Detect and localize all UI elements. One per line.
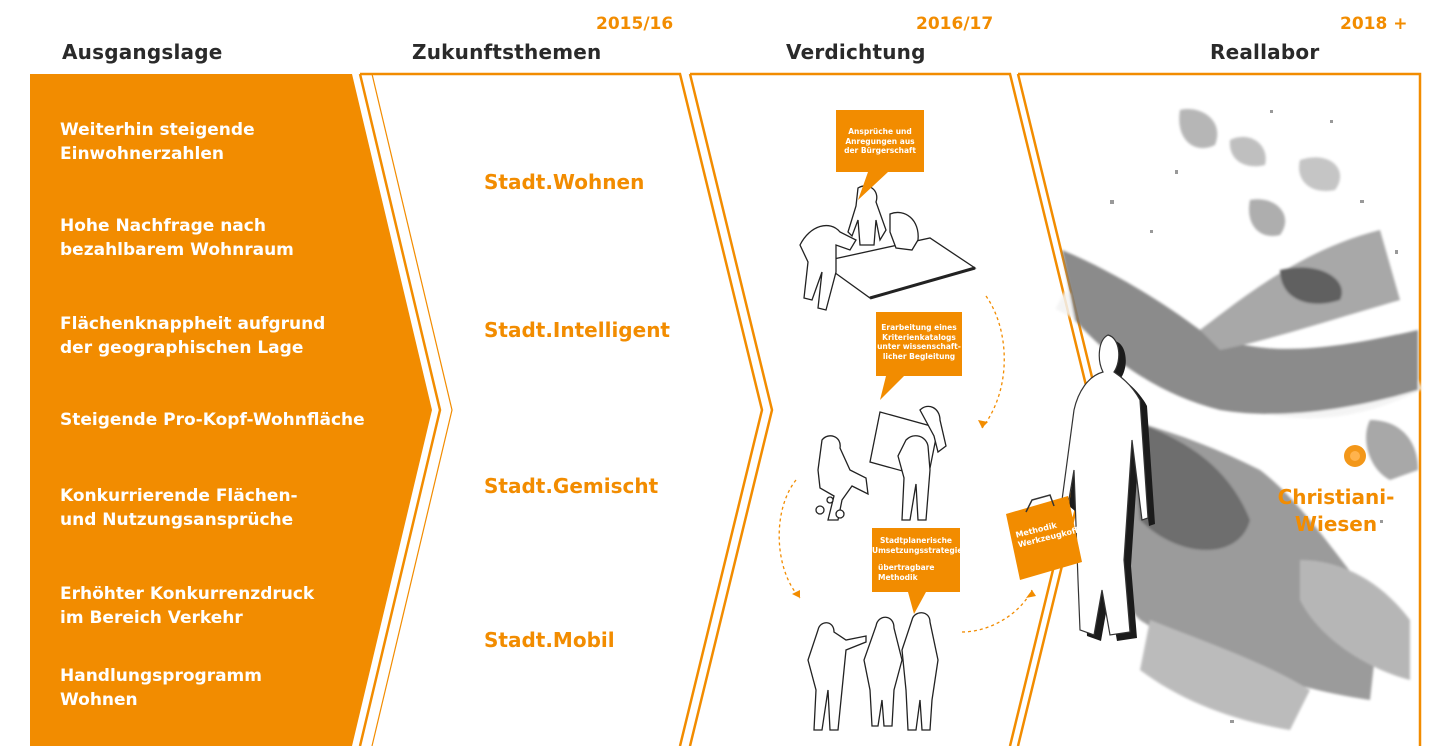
issue-line: Flächenknappheit aufgrund [60, 314, 326, 334]
place-christiani-wiesen: Christiani- Wiesen [1276, 484, 1396, 538]
bubble-line: Umsetzungsstrategie [872, 545, 963, 555]
zukunftsthemen-frame [358, 72, 764, 746]
issue-line: Erhöhter Konkurrenzdruck [60, 584, 315, 604]
place-line: Christiani- [1277, 485, 1395, 509]
issue-line: im Bereich Verkehr [60, 608, 243, 628]
issue-item: Handlungsprogramm Wohnen [60, 664, 390, 712]
person-with-briefcase-icon [1061, 334, 1155, 641]
issue-line: der geographischen Lage [60, 338, 304, 358]
issue-line: Steigende Pro-Kopf-Wohnfläche [60, 410, 365, 430]
year-zukunftsthemen: 2015/16 [596, 14, 674, 34]
bubble-spacer [872, 555, 960, 563]
bubble-line: Anregungen aus [845, 136, 915, 146]
speech-bubble-1 [836, 110, 924, 200]
flow-arrows [778, 295, 1033, 633]
year-reallabor: 2018 + [1340, 14, 1408, 34]
bubble-text-2: Erarbeitung eines Kriterienkatalogs unte… [876, 323, 962, 361]
bubble-line: Stadtplanerische [879, 536, 953, 545]
bubble-line: licher Begleitung [882, 351, 956, 361]
bubble-line: übertragbare [878, 563, 935, 572]
city-map [1055, 109, 1423, 730]
flow-arrowheads [792, 420, 1036, 598]
header-zukunftsthemen: Zukunftsthemen [412, 40, 602, 64]
briefcase-icon [1006, 494, 1082, 580]
ausgangslage-panel [30, 74, 432, 746]
issue-item: Konkurrierende Flächen- und Nutzungsansp… [60, 484, 390, 532]
bubble-text-1: Ansprüche und Anregungen aus der Bürgers… [836, 127, 924, 156]
bubble-line: Kriterienkatalogs [882, 332, 956, 342]
header-ausgangslage: Ausgangslage [62, 40, 223, 64]
issue-line: bezahlbarem Wohnraum [60, 240, 294, 260]
issue-item: Steigende Pro-Kopf-Wohnfläche [60, 408, 390, 432]
bubble-line: unter wissenschaft- [877, 342, 961, 351]
scientist-discussion-icon [815, 405, 947, 521]
issue-line: Einwohnerzahlen [60, 144, 224, 164]
issue-line: Weiterhin steigende [60, 120, 255, 140]
location-marker-icon [1344, 445, 1366, 467]
bubble-line: der Bürgerschaft [844, 146, 916, 155]
bubble-line: Methodik [878, 572, 918, 582]
place-line: Wiesen [1294, 512, 1378, 536]
header-verdichtung: Verdichtung [786, 40, 926, 64]
bubble-line: Ansprüche und [848, 127, 912, 136]
citizens-workshop-icon [799, 185, 977, 311]
issue-line: Konkurrierende Flächen- [60, 486, 298, 506]
issue-line: Handlungsprogramm [60, 666, 262, 686]
theme-stadt-wohnen: Stadt.Wohnen [484, 170, 645, 194]
year-verdichtung: 2016/17 [916, 14, 994, 34]
header-reallabor: Reallabor [1210, 40, 1320, 64]
bubble-text-3: Stadtplanerische Umsetzungsstrategie übe… [872, 536, 963, 582]
speech-bubble-3 [872, 528, 960, 614]
issue-line: und Nutzungsansprüche [60, 510, 294, 530]
issue-line: Hohe Nachfrage nach [60, 216, 266, 236]
issue-item: Weiterhin steigende Einwohnerzahlen [60, 118, 390, 166]
issue-item: Hohe Nachfrage nach bezahlbarem Wohnraum [60, 214, 390, 262]
planners-group-icon [807, 612, 939, 731]
speech-bubble-2 [876, 312, 962, 400]
issue-item: Erhöhter Konkurrenzdruck im Bereich Verk… [60, 582, 390, 630]
theme-stadt-intelligent: Stadt.Intelligent [484, 318, 670, 342]
theme-stadt-mobil: Stadt.Mobil [484, 628, 615, 652]
issue-item: Flächenknappheit aufgrund der geographis… [60, 312, 390, 360]
issue-line: Wohnen [60, 690, 138, 710]
theme-stadt-gemischt: Stadt.Gemischt [484, 474, 659, 498]
bubble-line: Erarbeitung eines [881, 323, 957, 332]
